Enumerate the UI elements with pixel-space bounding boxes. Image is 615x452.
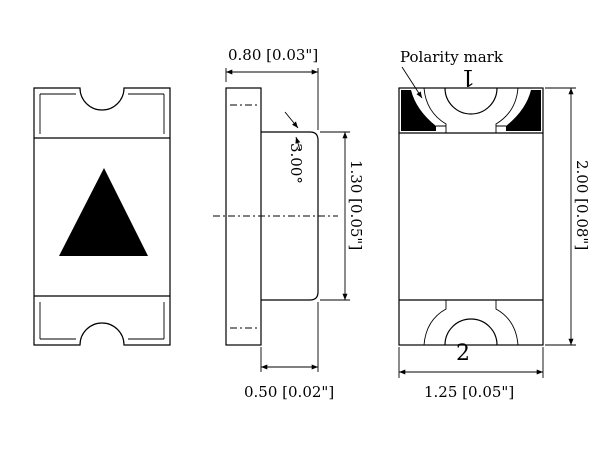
dimension-angle: 3.00° bbox=[287, 143, 305, 184]
side-view: 0.80 [0.03"] 3.00° 1.30 [0.05"] 0.50 [0.… bbox=[213, 46, 365, 401]
pin-1-label: 1 bbox=[461, 64, 475, 89]
polarity-mark-right-icon bbox=[506, 90, 541, 131]
polarity-mark-label: Polarity mark bbox=[400, 48, 504, 66]
dimension-pad-width: 0.50 [0.02"] bbox=[244, 383, 334, 401]
bottom-view: Polarity mark 1 2 2.00 [0.08"] 1.25 [0.0… bbox=[398, 48, 591, 401]
pin-2-label: 2 bbox=[456, 341, 470, 366]
dimension-width: 1.25 [0.05"] bbox=[424, 383, 514, 401]
dimension-width-side: 0.80 [0.03"] bbox=[228, 46, 318, 64]
top-view bbox=[33, 87, 171, 346]
triangle-mark-icon bbox=[59, 168, 148, 256]
dimension-inner-height: 1.30 [0.05"] bbox=[347, 160, 365, 250]
polarity-mark-left-icon bbox=[401, 90, 436, 131]
dimension-height: 2.00 [0.08"] bbox=[573, 160, 591, 250]
